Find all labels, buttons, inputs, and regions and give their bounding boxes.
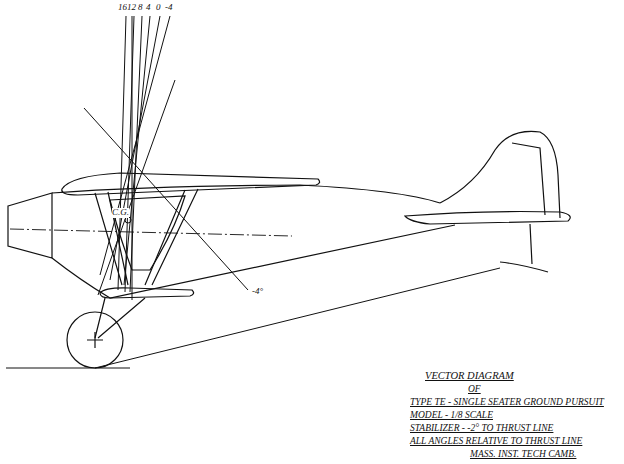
lower-wing xyxy=(100,288,194,298)
angle-label: 0 xyxy=(156,3,161,13)
wheel-hub xyxy=(87,332,103,348)
note-line: MASS. INST. TECH CAMB. xyxy=(470,449,576,459)
landing-gear xyxy=(95,298,145,338)
note-line: MODEL - 1/8 SCALE xyxy=(410,410,493,420)
note-line: OF xyxy=(468,384,481,394)
note-line: TYPE TE - SINGLE SEATER GROUND PURSUIT xyxy=(410,397,604,407)
cg-mark xyxy=(125,217,131,223)
stabilizer xyxy=(405,212,570,225)
tail-fin xyxy=(440,131,560,218)
angle-label: 12 xyxy=(127,3,136,13)
note-line: STABILIZER - -2° TO THRUST LINE xyxy=(410,423,553,433)
diagram-title: VECTOR DIAGRAM xyxy=(425,370,514,382)
tail-skid xyxy=(500,224,548,272)
fuselage-bottom xyxy=(52,225,455,298)
angle-label: 16 xyxy=(118,3,127,13)
ground-line xyxy=(6,268,500,368)
angle-label: -4° xyxy=(252,287,263,297)
wheel xyxy=(67,312,123,368)
thrust-line xyxy=(10,229,292,236)
engine-cowl xyxy=(8,193,52,258)
angle-label: C.G. xyxy=(112,208,129,218)
vector-fan xyxy=(84,16,248,300)
upper-wing xyxy=(62,173,320,195)
note-line: ALL ANGLES RELATIVE TO THRUST LINE xyxy=(410,436,582,446)
angle-label: -4 xyxy=(165,3,173,13)
angle-label: 8 xyxy=(138,3,143,13)
rudder-line xyxy=(512,143,545,215)
angle-label: 4 xyxy=(146,3,151,13)
